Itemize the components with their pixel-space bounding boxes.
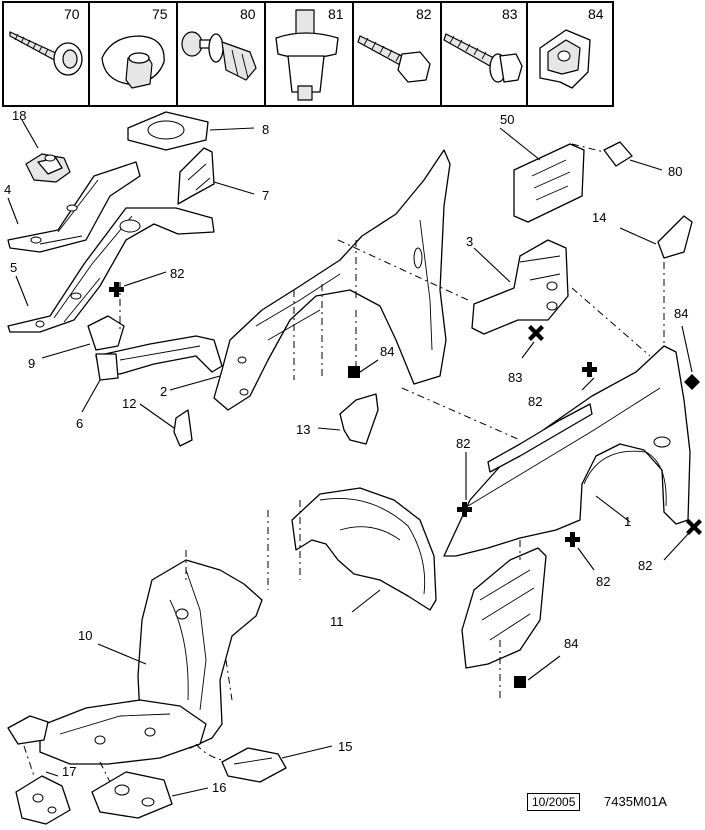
push-rivet-icon: 80 xyxy=(181,6,257,81)
spring-clip-icon: 84 xyxy=(539,6,604,89)
diamond-marker-84-wing xyxy=(681,325,700,390)
callout-15: 15 xyxy=(338,739,352,754)
part-4-rail xyxy=(7,161,141,253)
x-marker-83 xyxy=(521,325,544,359)
fastener-ref-82: 82 xyxy=(416,6,432,22)
part-13-bracket xyxy=(317,393,379,445)
fastener-ref-83: 83 xyxy=(502,6,518,22)
part-14-corner xyxy=(619,215,693,259)
callout-82-wing-left: 82 xyxy=(456,436,470,451)
callout-16: 16 xyxy=(212,780,226,795)
callout-7: 7 xyxy=(262,188,269,203)
callout-84-wing: 84 xyxy=(674,306,688,321)
part-wing-lower-support xyxy=(461,540,547,700)
callout-83: 83 xyxy=(508,370,522,385)
callout-80: 80 xyxy=(668,164,682,179)
cross-marker-82-left xyxy=(109,271,167,297)
callout-13: 13 xyxy=(296,422,310,437)
callout-17: 17 xyxy=(62,764,76,779)
part-80-label xyxy=(571,141,663,171)
callout-82-wing-top: 82 xyxy=(528,394,542,409)
part-6-support xyxy=(81,353,119,413)
fastener-ref-80: 80 xyxy=(240,6,256,22)
flange-bolt-icon: 83 xyxy=(443,6,523,83)
part-50-plate xyxy=(499,127,585,223)
self-tapping-screw-icon: 70 xyxy=(9,6,83,76)
part-18-mount xyxy=(21,119,71,183)
part-15-bracket xyxy=(195,743,333,783)
part-7-bracket xyxy=(177,147,255,205)
part-9-crossmember xyxy=(41,315,223,375)
callout-84-lower: 84 xyxy=(564,636,578,651)
cross-marker-82-wing-left xyxy=(457,452,472,517)
callout-labels: 18 8 4 7 5 82 9 2 6 12 50 80 14 3 84 83 … xyxy=(4,108,688,795)
callout-82-left: 82 xyxy=(170,266,184,281)
plastic-clip-icon: 81 xyxy=(275,6,344,101)
square-marker-84-centre xyxy=(348,359,379,378)
part-16-bracket xyxy=(91,761,209,819)
callout-50: 50 xyxy=(500,112,514,127)
callout-82-wing-right: 82 xyxy=(638,558,652,573)
callout-4: 4 xyxy=(4,182,11,197)
part-11-arch-liner xyxy=(267,487,437,613)
bolt-icon: 82 xyxy=(357,6,432,83)
callout-18: 18 xyxy=(12,108,26,123)
assembly-lines-centre xyxy=(119,239,469,380)
callout-3: 3 xyxy=(466,234,473,249)
footer-date-box: 10/2005 xyxy=(527,793,581,811)
callout-6: 6 xyxy=(76,416,83,431)
fastener-ref-81: 81 xyxy=(328,6,344,22)
callout-12: 12 xyxy=(122,396,136,411)
callout-11: 11 xyxy=(330,614,344,629)
fastener-ref-70: 70 xyxy=(64,6,80,22)
callout-8: 8 xyxy=(262,122,269,137)
cross-marker-82-wing-top xyxy=(581,362,597,391)
part-10-front-liner xyxy=(7,550,263,765)
x-marker-82-wing-right xyxy=(663,519,702,561)
footer-drawing-ref: 7435M01A xyxy=(604,794,667,809)
nut-plate-icon: 75 xyxy=(101,6,168,89)
callout-82-wing-bottom: 82 xyxy=(596,574,610,589)
part-5-longitudinal xyxy=(7,207,215,333)
callout-84-centre: 84 xyxy=(380,344,394,359)
callout-14: 14 xyxy=(592,210,606,225)
square-marker-84-lower xyxy=(514,655,561,688)
part-12-clip xyxy=(139,403,193,447)
fastener-panel: 70 75 80 81 xyxy=(2,1,614,107)
cross-marker-82-wing-bottom xyxy=(565,532,595,571)
callout-2: 2 xyxy=(160,384,167,399)
part-2-wheelarch-inner xyxy=(169,149,451,411)
fastener-ref-75: 75 xyxy=(152,6,168,22)
callout-5: 5 xyxy=(10,260,17,275)
part-3-bracket xyxy=(471,239,569,335)
callout-1: 1 xyxy=(624,514,631,529)
part-8-gasket xyxy=(127,111,255,151)
part-1-front-wing xyxy=(401,262,691,557)
fastener-ref-84: 84 xyxy=(588,6,604,22)
part-17-bracket xyxy=(15,745,71,825)
callout-9: 9 xyxy=(28,356,35,371)
callout-10: 10 xyxy=(78,628,92,643)
